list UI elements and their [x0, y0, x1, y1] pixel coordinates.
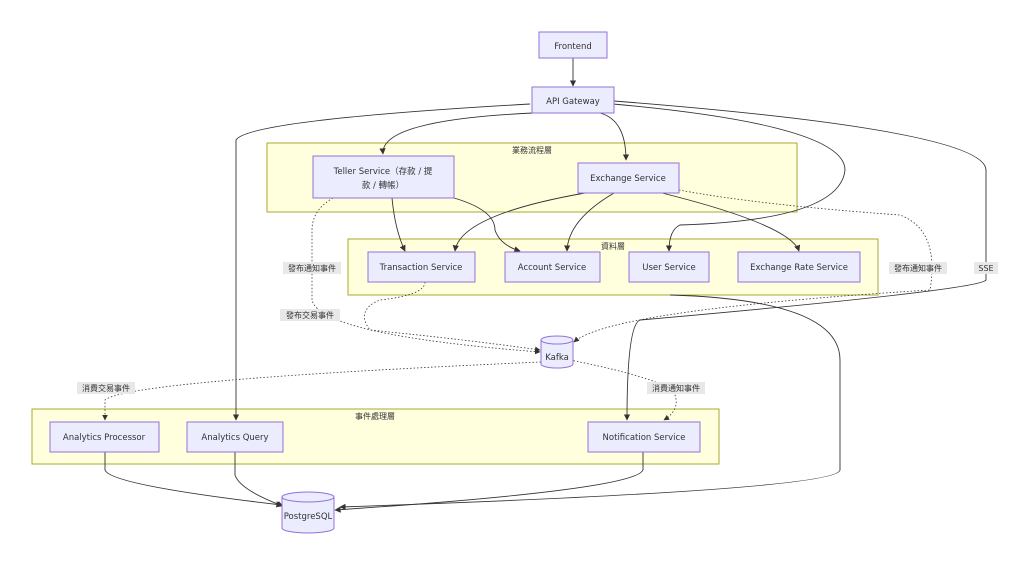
node-transaction-service[interactable]: Transaction Service	[367, 251, 476, 283]
edge-gateway-exchange	[599, 112, 630, 161]
group-events-title: 事件處理層	[355, 411, 395, 421]
dotted-edges	[102, 189, 933, 421]
node-analytics-processor-label: Analytics Processor	[63, 433, 146, 443]
node-kafka[interactable]: Kafka	[540, 335, 574, 369]
edge-label-exchange-notify-text: 發布通知事件	[894, 263, 942, 273]
edge-teller-transaction	[391, 197, 406, 252]
edge-label-consume-tx-text: 消費交易事件	[82, 383, 130, 393]
node-notification-label: Notification Service	[603, 433, 686, 443]
edge-label-consume-notify-text: 消費通知事件	[652, 383, 700, 393]
node-postgresql-label: PostgreSQL	[284, 512, 333, 522]
edge-gateway-user	[612, 103, 846, 252]
edge-query-postgres	[234, 451, 284, 507]
node-user-service[interactable]: User Service	[628, 251, 710, 283]
edge-gateway-query	[232, 103, 531, 421]
node-exchange-rate-label: Exchange Rate Service	[750, 263, 848, 273]
node-account-service[interactable]: Account Service	[504, 251, 601, 283]
node-account-label: Account Service	[518, 263, 586, 273]
node-user-label: User Service	[642, 263, 696, 273]
solid-edges	[104, 58, 987, 513]
group-data-title: 資料層	[601, 241, 625, 251]
node-analytics-processor[interactable]: Analytics Processor	[49, 421, 160, 453]
node-teller-label-1: Teller Service（存款 / 提	[333, 166, 433, 177]
edge-processor-postgres	[104, 451, 283, 508]
node-teller-label-2: 款 / 轉帳）	[362, 180, 404, 191]
node-frontend-label: Frontend	[554, 42, 592, 52]
node-exchange-rate-service[interactable]: Exchange Rate Service	[737, 251, 861, 283]
node-analytics-query[interactable]: Analytics Query	[186, 421, 284, 453]
edge-label-teller-notify-text: 發布通知事件	[288, 263, 336, 273]
node-api-gateway-label: API Gateway	[546, 97, 600, 107]
node-postgresql[interactable]: PostgreSQL	[281, 491, 335, 534]
edge-teller-account	[453, 197, 521, 253]
node-teller-service[interactable]: Teller Service（存款 / 提 款 / 轉帳）	[312, 155, 455, 199]
edge-transaction-kafka	[363, 281, 541, 353]
node-exchange-service[interactable]: Exchange Service	[577, 162, 680, 194]
edge-label-consume-tx: 消費交易事件	[77, 382, 135, 394]
edge-gateway-notification	[613, 100, 987, 421]
node-api-gateway[interactable]: API Gateway	[531, 86, 615, 114]
edge-label-sse: SSE	[974, 262, 998, 274]
edge-exchange-rate	[661, 192, 801, 252]
edge-kafka-notification	[569, 359, 677, 421]
edge-label-consume-notify: 消費通知事件	[647, 382, 705, 394]
node-analytics-query-label: Analytics Query	[201, 433, 268, 443]
node-exchange-label: Exchange Service	[590, 174, 666, 184]
edge-exchange-account	[564, 192, 615, 252]
edge-user-postgres	[339, 294, 841, 510]
node-kafka-label: Kafka	[545, 353, 569, 363]
edge-label-tx-publish-text: 發布交易事件	[286, 310, 334, 320]
edge-exchange-transaction	[452, 192, 586, 252]
edge-label-tx-publish: 發布交易事件	[280, 309, 340, 321]
edge-label-teller-notify: 發布通知事件	[283, 262, 341, 274]
node-frontend[interactable]: Frontend	[538, 31, 608, 59]
edge-label-sse-text: SSE	[978, 264, 993, 273]
node-notification-service[interactable]: Notification Service	[587, 421, 701, 453]
node-transaction-label: Transaction Service	[379, 263, 463, 273]
edge-gateway-teller	[379, 112, 534, 155]
edge-label-exchange-notify: 發布通知事件	[889, 262, 947, 274]
edge-notification-postgres	[334, 451, 644, 513]
group-business-title: 業務流程層	[512, 145, 552, 155]
